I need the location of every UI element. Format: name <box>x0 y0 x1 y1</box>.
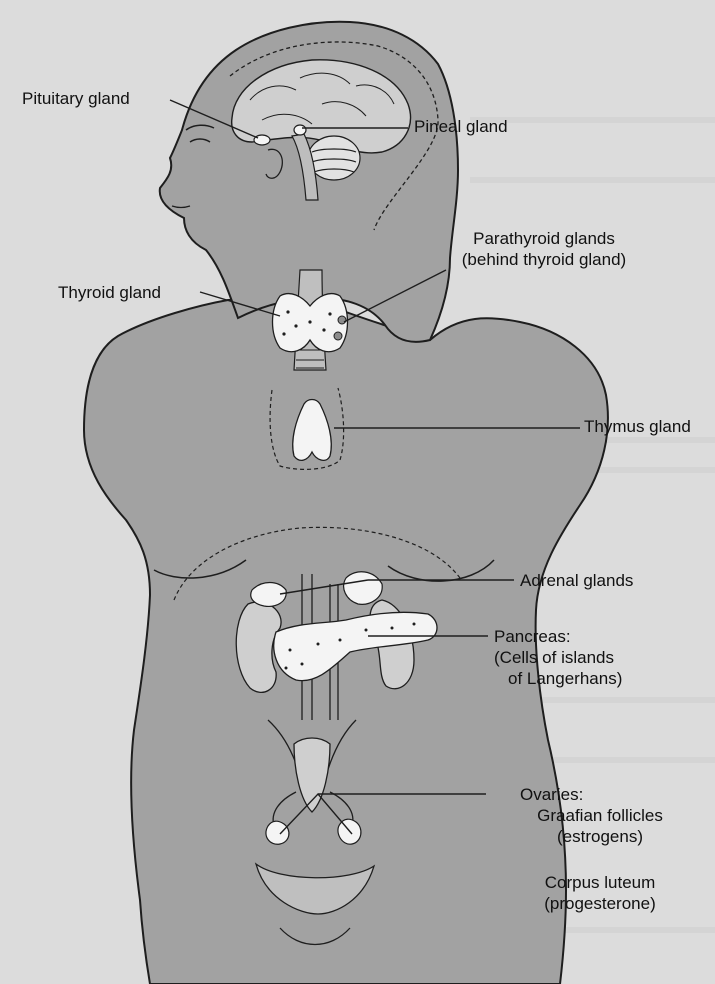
label-parathyroid-line2: (behind thyroid gland) <box>436 249 652 270</box>
label-ovaries-line3: (estrogens) <box>520 826 680 847</box>
label-thymus-gland: Thymus gland <box>584 416 691 437</box>
label-thyroid-gland: Thyroid gland <box>58 282 161 303</box>
label-ovaries-line1: Ovaries: <box>520 784 680 805</box>
label-corpus-line2: (progesterone) <box>520 893 680 914</box>
label-pituitary-gland: Pituitary gland <box>22 88 130 109</box>
ovary-left <box>266 821 289 844</box>
pituitary-gland <box>254 135 270 145</box>
label-pancreas-line3: of Langerhans) <box>494 668 694 689</box>
pineal-gland <box>294 125 306 135</box>
adrenal-gland-right <box>344 572 383 605</box>
cerebellum <box>308 136 360 180</box>
label-parathyroid-line1: Parathyroid glands <box>436 228 652 249</box>
label-ovaries-line2: Graafian follicles <box>520 805 680 826</box>
label-parathyroid-glands: Parathyroid glands (behind thyroid gland… <box>436 228 652 270</box>
label-pancreas: Pancreas: (Cells of islands of Langerhan… <box>494 626 694 689</box>
label-pancreas-line1: Pancreas: <box>494 626 694 647</box>
label-pancreas-line2: (Cells of islands <box>494 647 694 668</box>
label-corpus-line1: Corpus luteum <box>520 872 680 893</box>
label-pineal-gland: Pineal gland <box>414 116 508 137</box>
label-ovaries: Ovaries: Graafian follicles (estrogens) <box>520 784 680 847</box>
label-adrenal-glands: Adrenal glands <box>520 570 633 591</box>
label-corpus-luteum: Corpus luteum (progesterone) <box>520 872 680 914</box>
